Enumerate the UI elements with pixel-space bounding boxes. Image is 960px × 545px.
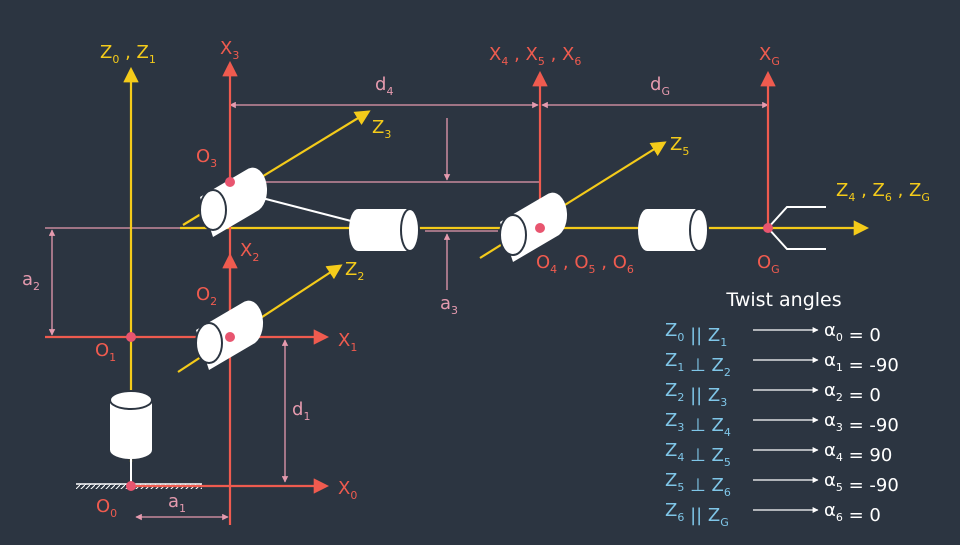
label-o1: O1	[95, 340, 116, 364]
twist-value: α5 = -90	[824, 470, 899, 496]
label-x1: X1	[338, 330, 357, 354]
label-dg: dG	[650, 74, 670, 98]
joint-4	[349, 208, 420, 252]
base-joint-cylinder	[109, 390, 153, 459]
label-d1: d1	[292, 399, 310, 423]
origin-points	[126, 177, 773, 491]
twist-relation: Z4 ⊥ Z5	[665, 440, 731, 469]
twist-angles-title: Twist angles	[725, 289, 841, 311]
label-x3: X3	[220, 38, 239, 62]
label-og: OG	[757, 252, 780, 276]
label-o2: O2	[196, 284, 217, 308]
twist-value: α6 = 0	[824, 500, 881, 526]
label-x2: X2	[240, 240, 259, 264]
label-o3: O3	[196, 146, 217, 170]
joint-6	[638, 208, 709, 252]
twist-row: Z1 ⊥ Z2 α1 = -90	[665, 350, 899, 379]
twist-row: Z2 || Z3 α2 = 0	[665, 380, 881, 409]
twist-relation: Z2 || Z3	[665, 380, 727, 409]
o1-dot	[126, 332, 136, 342]
twist-row: Z6 || ZG α6 = 0	[665, 500, 881, 529]
label-z4-z6-zg: Z4 , Z6 , ZG	[836, 180, 930, 204]
twist-value: α2 = 0	[824, 380, 881, 406]
label-o4-o5-o6: O4 , O5 , O6	[536, 252, 634, 276]
twist-relation: Z1 ⊥ Z2	[665, 350, 731, 379]
o2-dot	[225, 332, 235, 342]
label-z2: Z2	[345, 259, 364, 283]
label-a2: a2	[22, 269, 40, 293]
o0-dot	[126, 481, 136, 491]
link-3	[261, 197, 356, 223]
dimension-lines	[45, 101, 769, 525]
twist-relation: Z0 || Z1	[665, 320, 727, 349]
twist-value: α3 = -90	[824, 410, 899, 436]
label-z3: Z3	[372, 117, 391, 141]
label-x4-x5-x6: X4 , X5 , X6	[489, 44, 581, 68]
twist-row: Z0 || Z1 α0 = 0	[665, 320, 881, 349]
label-a3: a3	[440, 293, 458, 317]
label-o0: O0	[96, 496, 117, 520]
twist-angle-table: Z0 || Z1 α0 = 0 Z1 ⊥ Z2 α1 = -90 Z2 || Z3 α2 …	[665, 320, 899, 529]
twist-value: α4 = 90	[824, 440, 892, 466]
label-x0: X0	[338, 478, 357, 502]
twist-row: Z4 ⊥ Z5 α4 = 90	[665, 440, 892, 469]
twist-value: α1 = -90	[824, 350, 899, 376]
twist-relation: Z5 ⊥ Z6	[665, 470, 731, 499]
twist-relation: Z6 || ZG	[665, 500, 729, 529]
twist-row: Z5 ⊥ Z6 α5 = -90	[665, 470, 899, 499]
label-z5: Z5	[670, 134, 689, 158]
twist-row: Z3 ⊥ Z4 α3 = -90	[665, 410, 899, 439]
label-d4: d4	[375, 74, 393, 98]
og-dot	[763, 223, 773, 233]
twist-value: α0 = 0	[824, 320, 881, 346]
o456-dot	[535, 223, 545, 233]
label-xg: XG	[759, 44, 780, 68]
joint-5	[499, 192, 568, 262]
robot-links	[130, 197, 356, 484]
o3-dot	[225, 177, 235, 187]
twist-relation: Z3 ⊥ Z4	[665, 410, 731, 439]
joint-3	[199, 167, 268, 237]
label-a1: a1	[168, 491, 186, 515]
label-z0-z1: Z0 , Z1	[100, 42, 156, 66]
